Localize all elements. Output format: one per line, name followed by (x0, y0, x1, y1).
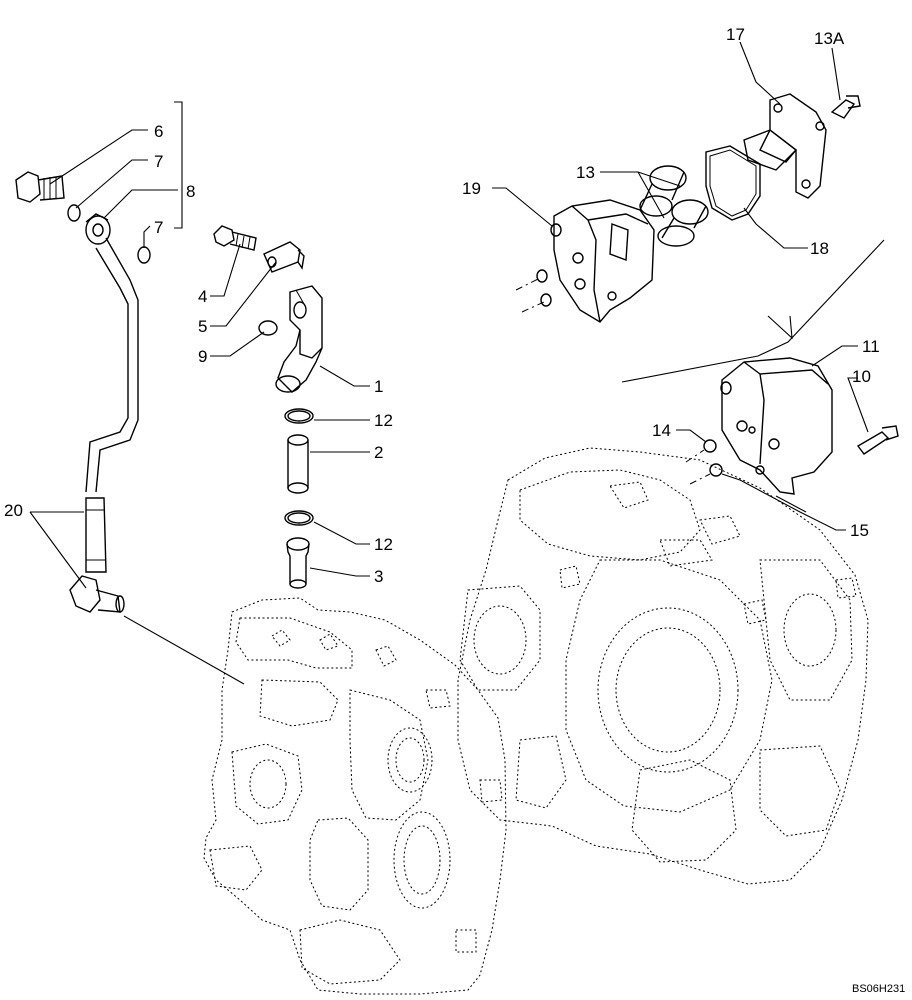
centerline-upper (515, 277, 545, 313)
callout-15: 15 (850, 521, 869, 540)
callout-12-upper: 12 (374, 411, 393, 430)
group-bracket (174, 101, 183, 229)
washer-14 (703, 439, 717, 453)
flywheel-housing (457, 447, 869, 885)
callout-19: 19 (462, 179, 481, 198)
tube-13-upper (639, 165, 687, 217)
callout-3: 3 (374, 567, 383, 586)
callout-6: 6 (154, 122, 163, 141)
clamp-12-lower (284, 510, 314, 526)
clip-5 (263, 241, 305, 273)
callout-13a: 13A (814, 29, 845, 48)
washer-upper-a (536, 269, 548, 283)
sealing-washer-7b (137, 246, 151, 264)
callout-14: 14 (652, 421, 671, 440)
callout-18: 18 (810, 239, 829, 258)
tube-13-lower (657, 199, 709, 247)
gasket-18 (705, 145, 761, 221)
section-line (621, 239, 885, 383)
callout-20: 20 (4, 501, 23, 520)
banjo-bolt-6 (15, 171, 65, 203)
sleeve-3 (286, 537, 310, 589)
section-arrow (767, 315, 793, 340)
sleeve-2 (287, 434, 309, 494)
callout-17: 17 (726, 25, 745, 44)
callout-2: 2 (374, 443, 383, 462)
bolt-4 (213, 225, 257, 251)
callout-10: 10 (852, 367, 871, 386)
callout-4: 4 (198, 287, 207, 306)
pump-body-19 (550, 199, 655, 323)
centerline-lower (685, 449, 711, 485)
callout-11: 11 (862, 337, 880, 356)
pipe-end-fitting (69, 575, 125, 613)
callout-13: 13 (576, 163, 595, 182)
washer-upper-b (540, 293, 552, 307)
washer-15 (709, 463, 723, 477)
clamp-12-upper (284, 408, 314, 424)
callout-12-lower: 12 (374, 535, 393, 554)
elbow-tube-1 (275, 285, 323, 393)
callout-7b: 7 (154, 218, 163, 237)
bolt-10 (856, 425, 899, 455)
callout-1: 1 (374, 377, 383, 396)
callout-8: 8 (186, 182, 195, 201)
leader-lines (29, 41, 869, 589)
callout-5: 5 (198, 317, 207, 336)
o-ring-9 (258, 320, 278, 336)
timing-cover-housing (203, 597, 507, 995)
callout-9: 9 (198, 347, 207, 366)
oil-pipe-assembly (15, 171, 245, 685)
sealing-washer-7a (67, 204, 81, 222)
drawing-reference-code: BS06H231 (852, 983, 905, 995)
bolt-13a (830, 95, 861, 119)
callout-7a: 7 (154, 152, 163, 171)
callout-numbers: 6 7 8 7 4 5 9 1 12 2 12 3 20 17 13A 13 1… (4, 25, 880, 586)
oil-cooler-11 (720, 357, 833, 495)
